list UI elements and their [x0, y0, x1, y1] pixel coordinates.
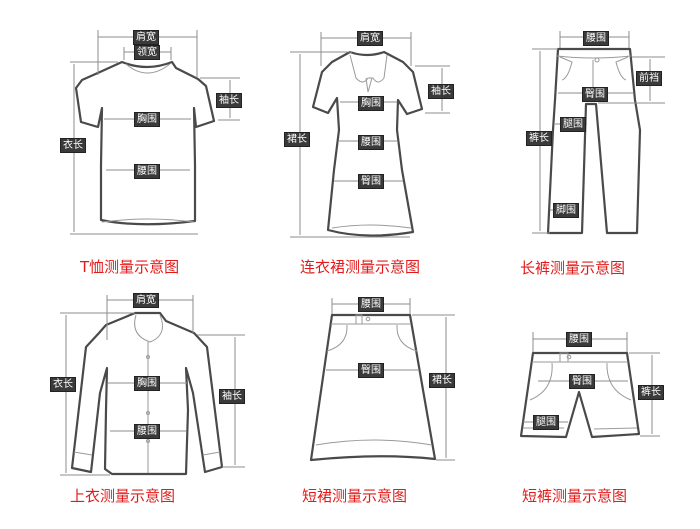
shirt-diagram: 肩宽 衣长 胸围 袖长 腰围 上衣测量示意图	[0, 285, 270, 529]
label-waist: 腰围	[583, 31, 609, 46]
label-hip: 臀围	[358, 363, 384, 378]
caption-tshirt: T恤测量示意图	[80, 258, 180, 276]
label-shoulder-width: 肩宽	[357, 31, 383, 46]
tshirt-diagram: 肩宽 领宽 袖长 胸围 衣长 腰围 T恤测量示意图	[0, 0, 242, 290]
trousers-diagram: 腰围 前裆 臀围 腿围 裤长 脚围 长裤测量示意图	[500, 0, 700, 290]
caption-trousers: 长裤测量示意图	[520, 259, 626, 277]
label-chest: 胸围	[134, 376, 160, 391]
label-sleeve-length: 袖长	[216, 93, 242, 108]
label-length: 裤长	[526, 131, 552, 146]
label-hip: 臀围	[569, 374, 595, 389]
label-length: 裙长	[429, 373, 455, 388]
label-length: 衣长	[60, 138, 86, 153]
label-shoulder-width: 肩宽	[133, 293, 159, 308]
label-waist: 腰围	[358, 135, 384, 150]
label-sleeve-length: 袖长	[219, 389, 245, 404]
caption-skirt: 短裙测量示意图	[302, 487, 408, 505]
label-collar-width: 领宽	[134, 45, 160, 60]
label-waist: 腰围	[134, 424, 160, 439]
label-thigh: 腿围	[560, 117, 586, 132]
label-length: 裙长	[284, 132, 310, 147]
label-front-rise: 前裆	[636, 71, 662, 86]
label-thigh: 腿围	[533, 415, 559, 430]
label-hem: 脚围	[553, 203, 579, 218]
caption-shorts: 短裤测量示意图	[522, 487, 628, 505]
label-shoulder-width: 肩宽	[133, 30, 159, 45]
dress-diagram: 肩宽 袖长 胸围 裙长 腰围 臀围 连衣裙测量示意图	[270, 0, 500, 290]
tshirt-drawing	[70, 30, 240, 235]
caption-shirt: 上衣测量示意图	[70, 487, 176, 505]
label-chest: 胸围	[134, 112, 160, 127]
label-waist: 腰围	[566, 332, 592, 347]
label-waist: 腰围	[358, 297, 384, 312]
label-sleeve-length: 袖长	[428, 84, 454, 99]
label-length: 裤长	[638, 385, 664, 400]
skirt-diagram: 腰围 臀围 裙长 短裙测量示意图	[280, 285, 490, 529]
label-waist: 腰围	[134, 164, 160, 179]
label-chest: 胸围	[358, 96, 384, 111]
label-hip: 臀围	[358, 174, 384, 189]
shorts-diagram: 腰围 臀围 裤长 腿围 短裤测量示意图	[500, 310, 700, 529]
label-hip: 臀围	[582, 87, 608, 102]
label-length: 衣长	[50, 377, 76, 392]
caption-dress: 连衣裙测量示意图	[300, 258, 421, 276]
shirt-drawing	[60, 295, 245, 476]
